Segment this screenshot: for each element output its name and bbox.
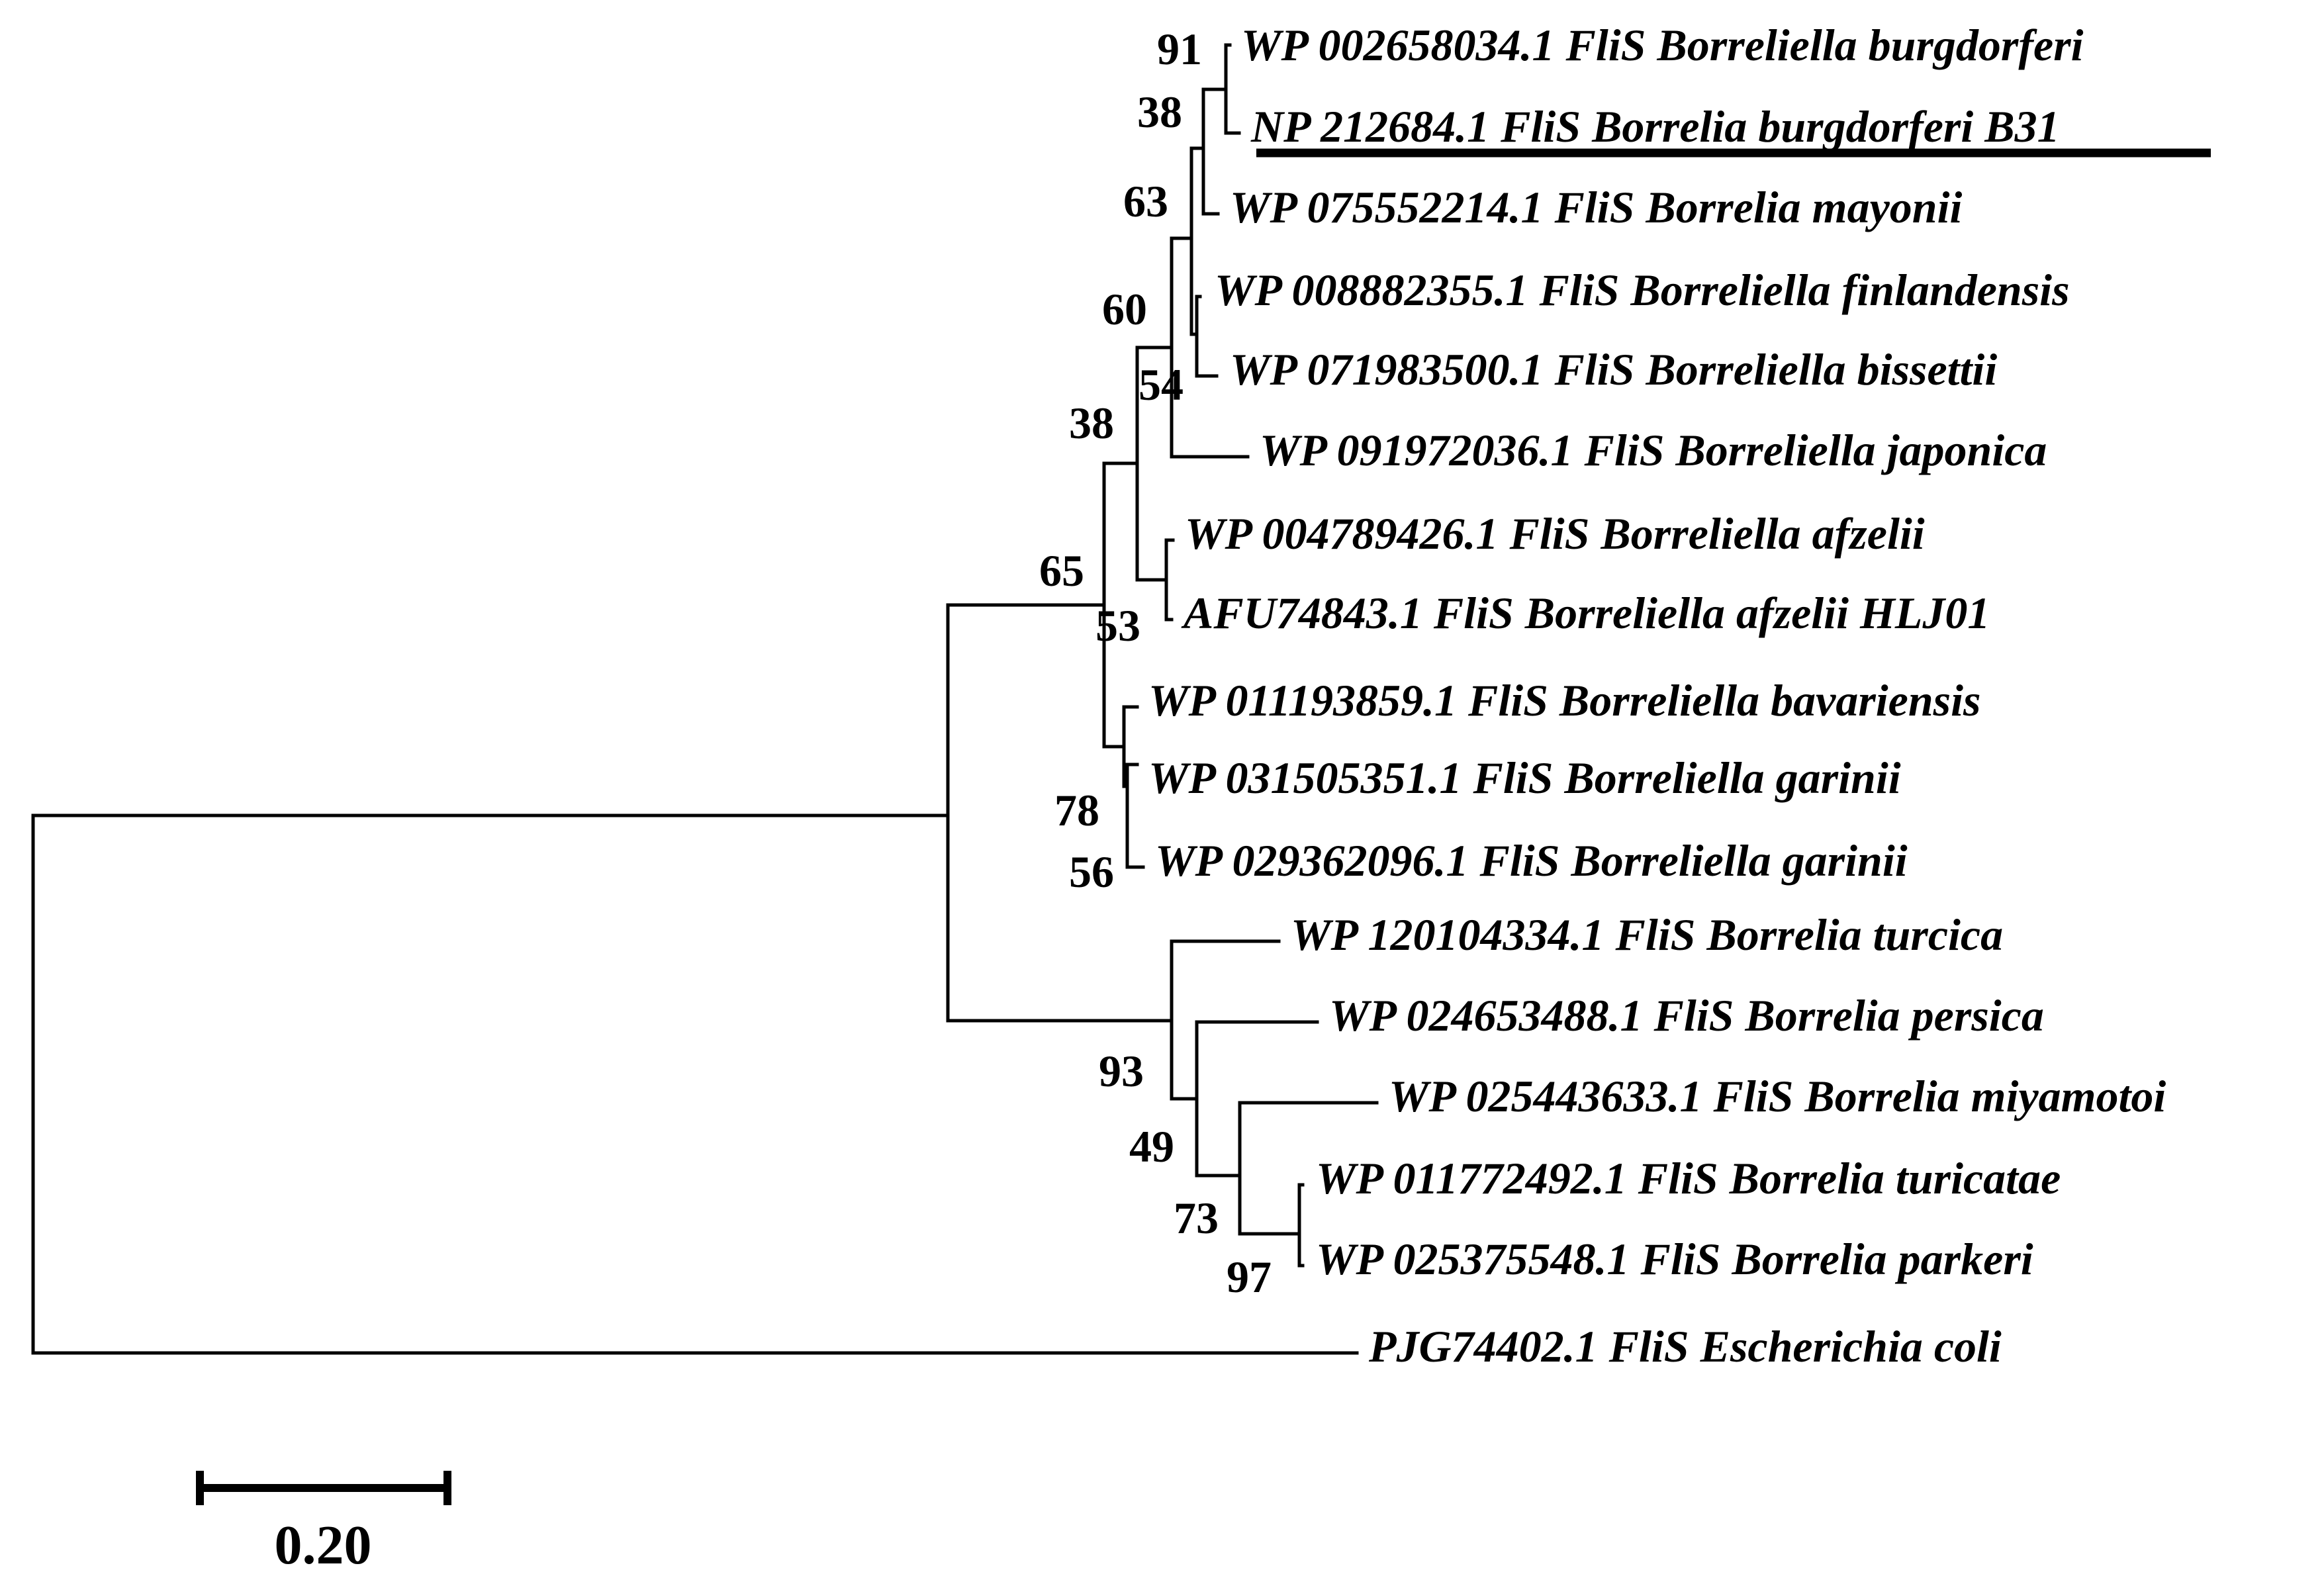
- taxon-label: WP 008882355.1 FliS Borreliella finlande…: [1215, 265, 2070, 315]
- taxon-label: WP 011772492.1 FliS Borrelia turicatae: [1316, 1153, 2061, 1203]
- taxon-label: WP 071983500.1 FliS Borreliella bissetti…: [1230, 344, 1997, 394]
- scale-bar-label: 0.20: [275, 1514, 372, 1576]
- taxon-label: WP 004789426.1 FliS Borreliella afzelii: [1185, 508, 1925, 559]
- bootstrap-value: 38: [1069, 398, 1114, 448]
- taxon-label: WP 075552214.1 FliS Borrelia mayonii: [1230, 182, 1962, 232]
- taxon-label: WP 091972036.1 FliS Borreliella japonica: [1260, 425, 2047, 475]
- bootstrap-value: 54: [1139, 359, 1184, 410]
- taxon-label: WP 002658034.1 FliS Borreliella burgdorf…: [1241, 20, 2084, 70]
- bootstrap-value: 63: [1123, 176, 1168, 226]
- bootstrap-value: 91: [1157, 24, 1202, 74]
- taxon-label: WP 024653488.1 FliS Borrelia persica: [1329, 990, 2044, 1041]
- taxon-label-highlighted: NP 212684.1 FliS Borrelia burgdorferi B3…: [1250, 101, 2060, 152]
- bootstrap-value: 53: [1095, 600, 1140, 651]
- bootstrap-values: 91 38 54 63 60 53 38 56 78 65 97 73 49 9…: [1039, 24, 1272, 1302]
- taxon-label: WP 025443633.1 FliS Borrelia miyamotoi: [1389, 1071, 2166, 1121]
- bootstrap-value: 38: [1137, 87, 1182, 137]
- bootstrap-value: 49: [1129, 1121, 1174, 1172]
- taxon-label: WP 025375548.1 FliS Borrelia parkeri: [1316, 1234, 2033, 1284]
- scale-bar: 0.20: [196, 1471, 451, 1576]
- taxon-labels: WP 002658034.1 FliS Borreliella burgdorf…: [1148, 20, 2166, 1371]
- taxon-label: WP 029362096.1 FliS Borreliella garinii: [1155, 835, 1908, 886]
- bootstrap-value: 97: [1227, 1252, 1272, 1302]
- taxon-label: PJG74402.1 FliS Escherichia coli: [1368, 1321, 2002, 1371]
- bootstrap-value: 60: [1102, 284, 1147, 334]
- taxon-label: AFU74843.1 FliS Borreliella afzelii HLJ0…: [1181, 588, 1990, 638]
- taxon-label: WP 120104334.1 FliS Borrelia turcica: [1291, 909, 2003, 960]
- taxon-label: WP 011193859.1 FliS Borreliella bavarien…: [1148, 675, 1981, 725]
- tree-branches: [31, 43, 1379, 1355]
- bootstrap-value: 56: [1069, 847, 1114, 897]
- bootstrap-value: 73: [1174, 1193, 1219, 1243]
- bootstrap-value: 93: [1099, 1046, 1144, 1096]
- bootstrap-value: 78: [1054, 785, 1099, 835]
- taxon-label: WP 031505351.1 FliS Borreliella garinii: [1148, 753, 1901, 803]
- bootstrap-value: 65: [1039, 545, 1084, 596]
